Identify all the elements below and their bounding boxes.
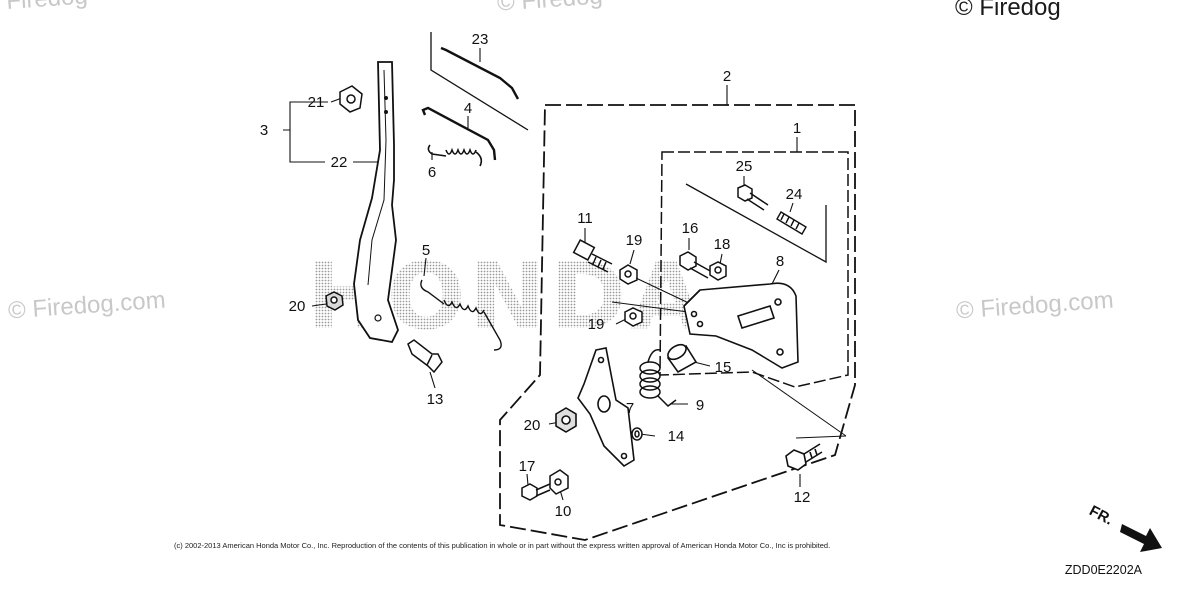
part-23-rod bbox=[440, 46, 520, 100]
callout-8: 8 bbox=[776, 253, 784, 270]
part-21-clip bbox=[339, 85, 363, 113]
part-14-washer bbox=[631, 427, 643, 441]
callout-9: 9 bbox=[696, 397, 704, 414]
callout-2: 2 bbox=[723, 68, 731, 85]
callout-7: 7 bbox=[626, 400, 634, 417]
callout-21: 21 bbox=[308, 94, 325, 111]
callout-16: 16 bbox=[682, 220, 699, 237]
part-11-bolt bbox=[572, 239, 613, 273]
part-19-nut-upper bbox=[619, 264, 638, 285]
part-17-screw bbox=[521, 483, 551, 501]
part-18-nut bbox=[709, 261, 727, 281]
part-16-bolt bbox=[679, 251, 713, 279]
watermark-top-right: © Firedog bbox=[955, 0, 1061, 21]
part-13-bolt bbox=[407, 339, 443, 374]
part-7-arm bbox=[577, 347, 635, 468]
lever-hole-icon bbox=[384, 96, 388, 100]
callout-4: 4 bbox=[464, 100, 472, 117]
callout-13: 13 bbox=[427, 391, 444, 408]
part-20-nut-left bbox=[325, 291, 344, 311]
callout-17: 17 bbox=[519, 458, 536, 475]
copyright-notice: (c) 2002-2013 American Honda Motor Co., … bbox=[174, 541, 831, 550]
callout-22: 22 bbox=[331, 154, 348, 171]
callout-24: 24 bbox=[786, 186, 803, 203]
callout-19-lower: 19 bbox=[588, 316, 605, 333]
callout-18: 18 bbox=[714, 236, 731, 253]
part-25-bolt bbox=[737, 184, 769, 211]
part-19-nut-lower bbox=[624, 307, 643, 327]
callout-25: 25 bbox=[736, 158, 753, 175]
callout-19-upper: 19 bbox=[626, 232, 643, 249]
callout-20-left: 20 bbox=[289, 298, 306, 315]
part-24-stud bbox=[776, 211, 807, 235]
part-4-rod bbox=[421, 106, 497, 161]
part-22-control-lever bbox=[353, 61, 399, 344]
callout-15: 15 bbox=[715, 359, 732, 376]
callout-5: 5 bbox=[422, 242, 430, 259]
part-8-plate bbox=[683, 282, 799, 369]
callout-14: 14 bbox=[668, 428, 685, 445]
callout-11: 11 bbox=[577, 210, 593, 227]
part-6-spring bbox=[427, 144, 483, 167]
lever-pivot-icon bbox=[374, 314, 382, 322]
part-15-collar bbox=[666, 343, 698, 374]
lever-hole-icon bbox=[384, 110, 388, 114]
part-20-nut-center bbox=[555, 407, 577, 433]
bracket-lines bbox=[430, 32, 827, 264]
part-10-joint bbox=[549, 469, 569, 495]
diagram-code: ZDD0E2202A bbox=[1064, 563, 1142, 577]
callout-20-center: 20 bbox=[524, 417, 541, 434]
part-9-spring bbox=[639, 349, 677, 407]
callout-3: 3 bbox=[260, 122, 268, 139]
front-direction-arrow-icon bbox=[1120, 524, 1162, 552]
callout-10: 10 bbox=[555, 503, 572, 520]
part-12-bolt bbox=[785, 443, 823, 471]
callout-23: 23 bbox=[472, 31, 489, 48]
assembly-2-outline bbox=[499, 104, 856, 541]
callout-6: 6 bbox=[428, 164, 436, 181]
callout-labels: 1 2 3 4 5 6 7 8 9 10 11 12 13 14 15 16 1… bbox=[260, 31, 811, 520]
part-5-spring bbox=[420, 279, 502, 351]
callout-12: 12 bbox=[794, 489, 811, 506]
callout-1: 1 bbox=[793, 120, 801, 137]
